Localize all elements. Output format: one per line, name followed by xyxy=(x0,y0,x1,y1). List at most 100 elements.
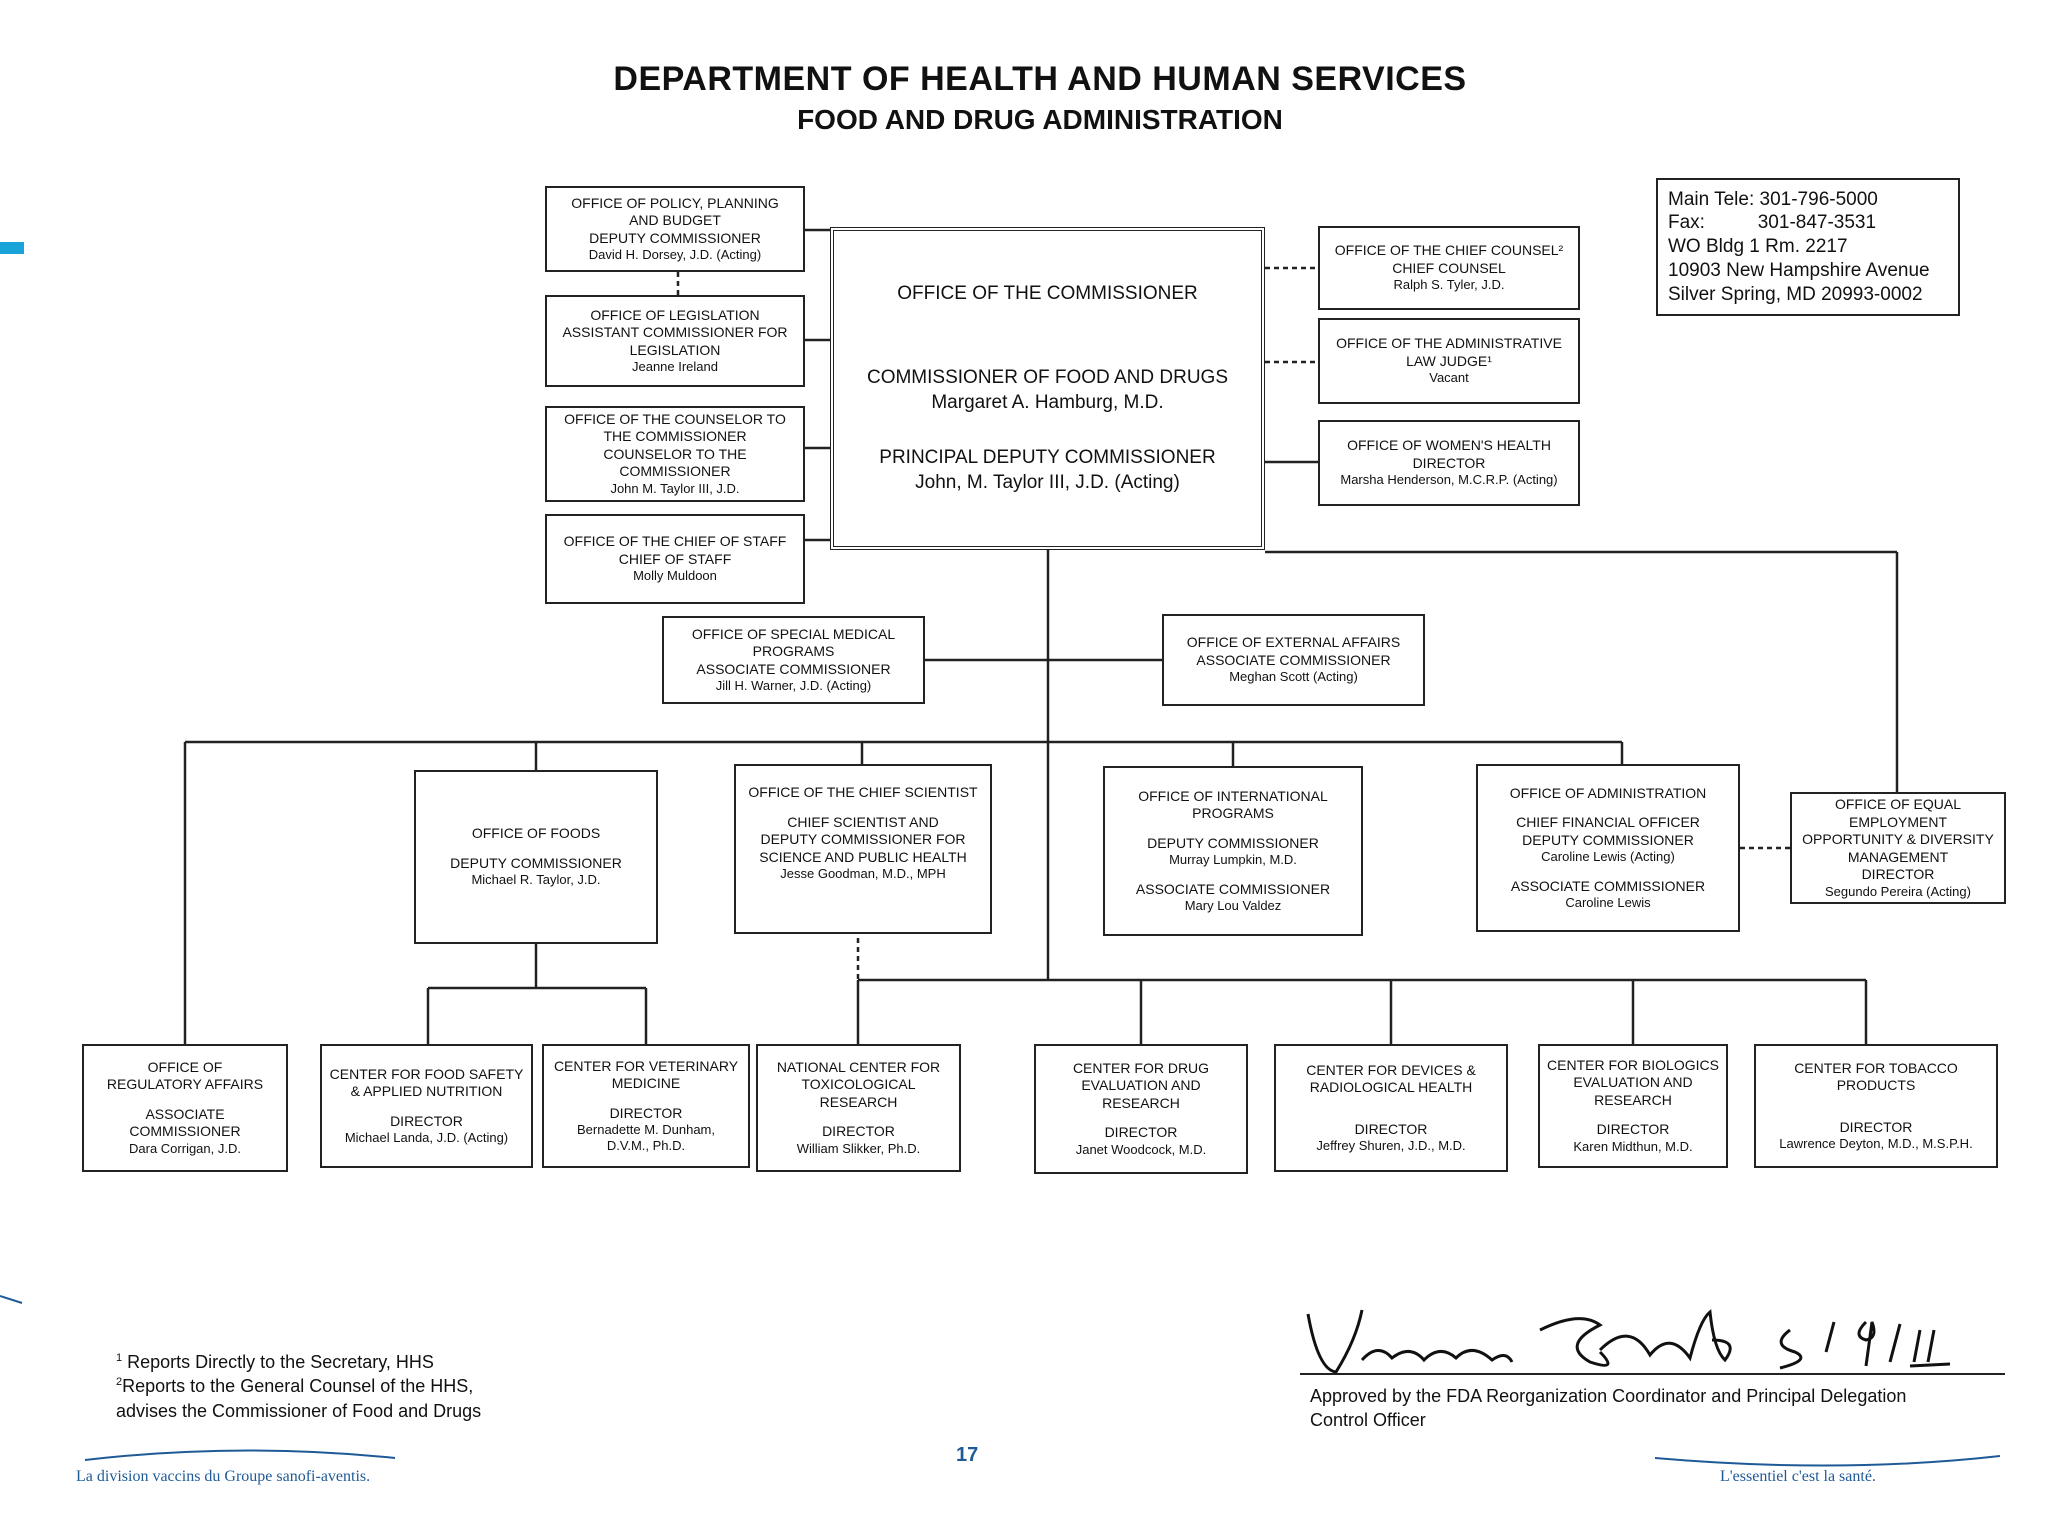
box-label: RESEARCH xyxy=(1594,1091,1672,1108)
box-label: RESEARCH xyxy=(819,1093,898,1110)
box-label: COMMISSIONER xyxy=(619,463,731,480)
person-name: John M. Taylor III, J.D. xyxy=(610,480,740,496)
box-label: OFFICE OF EQUAL xyxy=(1834,796,1961,813)
box-label: EVALUATION AND xyxy=(1081,1077,1201,1094)
box-label: OFFICE OF SPECIAL MEDICAL xyxy=(691,625,896,642)
contact-city: Silver Spring, MD 20993-0002 xyxy=(1668,283,1923,305)
person-name: Jill H. Warner, J.D. (Acting) xyxy=(715,678,872,694)
commissioner-title: COMMISSIONER OF FOOD AND DRUGS xyxy=(866,367,1229,389)
brand-right: L'essentiel c'est la santé. xyxy=(1720,1468,1876,1485)
box-label: ASSOCIATE COMMISSIONER xyxy=(1135,880,1331,897)
box-label: ASSOCIATE xyxy=(145,1105,225,1122)
box-label: OFFICE OF FOODS xyxy=(471,825,601,842)
person-name: Janet Woodcock, M.D. xyxy=(1075,1141,1207,1157)
box-label: OFFICE OF THE ADMINISTRATIVE xyxy=(1336,335,1562,352)
box-label: Approved by the FDA Reorganization Coord… xyxy=(1310,1386,1907,1406)
brand-left: La division vaccins du Groupe sanofi-ave… xyxy=(76,1468,371,1485)
box-label: RESEARCH xyxy=(1102,1094,1180,1111)
box-label: Control Officer xyxy=(1310,1410,1426,1431)
box-label: CENTER FOR VETERINARY xyxy=(553,1057,739,1074)
person-name: Molly Muldoon xyxy=(633,568,717,584)
box-label: ASSOCIATE COMMISSIONER xyxy=(1510,877,1706,894)
center-devices-radiological-health: CENTER FOR DEVICES &RADIOLOGICAL HEALTH … xyxy=(1274,1044,1508,1172)
box-label: AND BUDGET xyxy=(629,212,721,229)
person-name: David H. Dorsey, J.D. (Acting) xyxy=(588,247,762,263)
box-label: DIRECTOR xyxy=(1104,1124,1178,1141)
person-name: Jeffrey Shuren, J.D., M.D. xyxy=(1316,1138,1466,1154)
person-name: Segundo Pereira (Acting) xyxy=(1825,883,1971,899)
box-label: ASSISTANT COMMISSIONER FOR xyxy=(562,324,788,341)
commissioner-office: OFFICE OF THE COMMISSIONER xyxy=(897,282,1198,304)
box-label: OPPORTUNITY & DIVERSITY xyxy=(1802,831,1994,848)
person-name: Caroline Lewis (Acting) xyxy=(1541,849,1675,865)
box-label: RADIOLOGICAL HEALTH xyxy=(1309,1079,1473,1096)
office-chief-scientist: OFFICE OF THE CHIEF SCIENTIST CHIEF SCIE… xyxy=(734,764,992,934)
person-name: Caroline Lewis xyxy=(1565,895,1651,910)
principal-deputy-title: PRINCIPAL DEPUTY COMMISSIONER xyxy=(879,446,1216,468)
box-label: CHIEF COUNSEL xyxy=(1392,259,1506,276)
office-of-administration: OFFICE OF ADMINISTRATION CHIEF FINANCIAL… xyxy=(1476,764,1740,932)
person-name: Karen Midthun, M.D. xyxy=(1573,1138,1693,1154)
box-label: OFFICE OF EXTERNAL AFFAIRS xyxy=(1186,634,1401,651)
page-title: DEPARTMENT OF HEALTH AND HUMAN SERVICES xyxy=(613,60,1467,98)
footnotes: 1 Reports Directly to the Secretary, HHS… xyxy=(116,1350,481,1423)
box-label: SCIENCE AND PUBLIC HEALTH xyxy=(759,848,967,865)
box-label: OFFICE OF INTERNATIONAL xyxy=(1138,787,1328,804)
box-label: EMPLOYMENT xyxy=(1848,813,1947,830)
footnote-2: Reports to the General Counsel of the HH… xyxy=(122,1376,474,1397)
box-label: DIRECTOR xyxy=(609,1104,683,1121)
person-name: Dara Corrigan, J.D. xyxy=(129,1140,241,1156)
box-label: THE COMMISSIONER xyxy=(603,428,747,445)
person-name: Jeanne Ireland xyxy=(631,359,718,375)
contact-building: WO Bldg 1 Rm. 2217 xyxy=(1668,236,1848,258)
person-name: Lawrence Deyton, M.D., M.S.P.H. xyxy=(1779,1136,1973,1152)
box-label: DIRECTOR xyxy=(1596,1121,1670,1138)
box-label: OFFICE OF LEGISLATION xyxy=(590,306,760,323)
box-label: DEPUTY COMMISSIONER xyxy=(589,229,761,246)
box-label: OFFICE OF THE CHIEF OF STAFF xyxy=(563,533,787,550)
contact-fax: Fax: 301-847-3531 xyxy=(1668,212,1877,234)
page-number: 17 xyxy=(956,1444,979,1466)
box-label: & APPLIED NUTRITION xyxy=(350,1083,503,1100)
box-label: REGULATORY AFFAIRS xyxy=(106,1076,264,1093)
box-label: DIRECTOR xyxy=(1354,1120,1428,1137)
person-name: Jesse Goodman, M.D., MPH xyxy=(780,866,946,881)
box-label: CENTER FOR TOBACCO xyxy=(1794,1059,1958,1076)
box-label: DEPUTY COMMISSIONER FOR xyxy=(760,831,966,847)
box-label: MEDICINE xyxy=(611,1075,681,1091)
person-name: Murray Lumpkin, M.D. xyxy=(1169,852,1297,868)
person-name: Michael Landa, J.D. (Acting) xyxy=(344,1130,509,1146)
box-label: OFFICE OF THE CHIEF SCIENTIST xyxy=(748,784,978,800)
footnote-1: Reports Directly to the Secretary, HHS xyxy=(127,1352,434,1372)
slide-accent-mark xyxy=(0,242,24,254)
box-label: OFFICE OF WOMEN'S HEALTH xyxy=(1347,437,1551,454)
box-label: DIRECTOR xyxy=(822,1123,895,1140)
box-label: 2 xyxy=(116,1376,123,1389)
center-food-safety-nutrition: CENTER FOR FOOD SAFETY& APPLIED NUTRITIO… xyxy=(320,1044,533,1168)
box-label: CENTER FOR DEVICES & xyxy=(1306,1061,1476,1078)
box-label: MANAGEMENT xyxy=(1847,848,1949,865)
box-label: CHIEF OF STAFF xyxy=(618,550,732,567)
footnote-2-cont: advises the Commissioner of Food and Dru… xyxy=(116,1400,482,1421)
approval-text: Approved by the FDA Reorganization Coord… xyxy=(1310,1384,1906,1433)
contact-info-box: Main Tele: 301-796-5000 Fax: 301-847-353… xyxy=(1656,178,1960,316)
box-label: DIRECTOR xyxy=(390,1112,463,1129)
box-label: ASSOCIATE COMMISSIONER xyxy=(696,660,891,677)
box-label: OFFICE OF THE COUNSELOR TO xyxy=(564,410,786,427)
commissioner-name: Margaret A. Hamburg, M.D. xyxy=(931,392,1164,414)
box-label: PRODUCTS xyxy=(1836,1077,1916,1094)
box-label: CHIEF SCIENTIST AND xyxy=(787,813,939,830)
box-label: DEPUTY COMMISSIONER xyxy=(1522,831,1694,848)
box-label: COUNSELOR TO THE xyxy=(603,445,747,462)
